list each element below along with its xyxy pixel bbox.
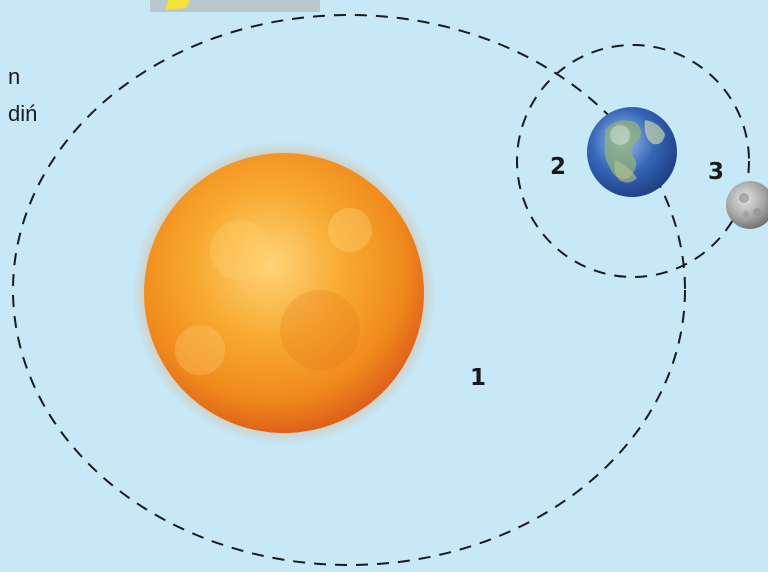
earth-icon (587, 107, 677, 197)
label-earth: 2 (550, 154, 566, 180)
moon-orbit-path (516, 44, 750, 278)
top-streak (150, 0, 320, 12)
moon-icon (726, 181, 768, 229)
sun-icon (132, 141, 436, 445)
label-moon: 3 (708, 159, 724, 185)
text-fragment-2: diń (8, 101, 38, 126)
earth-orbit-path (12, 14, 686, 566)
label-sun-orbit: 1 (470, 365, 486, 391)
text-fragment-1: n (8, 64, 21, 89)
